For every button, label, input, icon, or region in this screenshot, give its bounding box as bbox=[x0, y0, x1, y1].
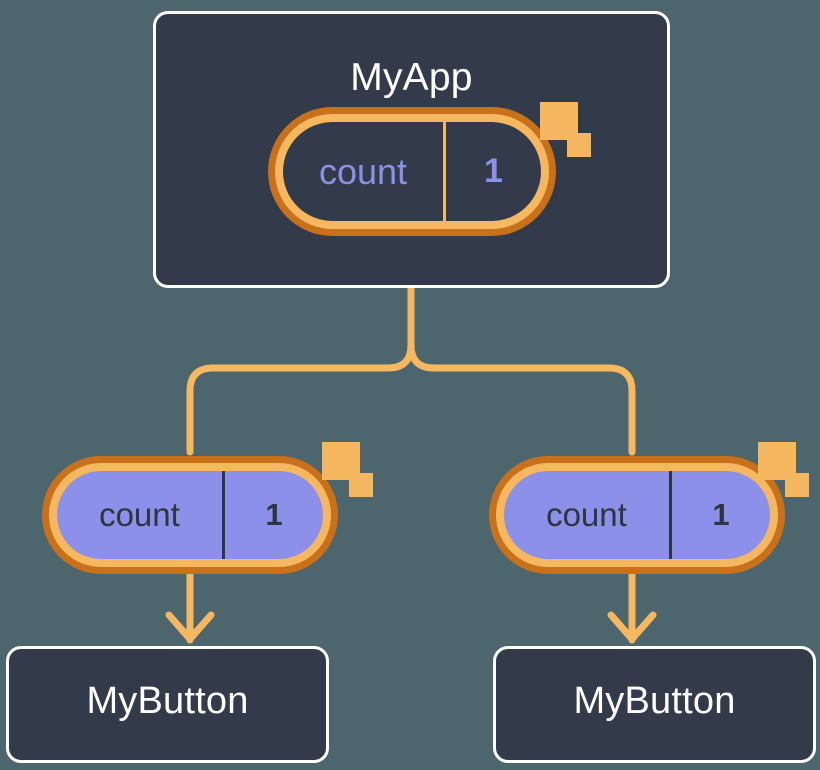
state-key: count bbox=[546, 496, 627, 533]
mybutton-card-right[interactable]: MyButton bbox=[493, 646, 816, 763]
state-pill-myapp[interactable]: count 1 bbox=[268, 107, 556, 236]
arrow-down-icon-left bbox=[165, 611, 215, 643]
state-pill-right[interactable]: count 1 bbox=[489, 456, 785, 574]
sparkle-icon bbox=[322, 442, 360, 480]
tree-connector-root bbox=[186, 284, 636, 456]
state-key: count bbox=[318, 150, 408, 192]
myapp-title: MyApp bbox=[350, 56, 473, 99]
state-value: 1 bbox=[442, 122, 541, 221]
state-key: count bbox=[99, 496, 180, 533]
pill-inner-ring: count 1 bbox=[496, 463, 778, 567]
pill-inner-ring: count 1 bbox=[275, 114, 549, 229]
pill-body: count 1 bbox=[57, 471, 323, 559]
state-pill-left[interactable]: count 1 bbox=[42, 456, 338, 574]
sparkle-icon bbox=[785, 473, 809, 497]
pill-body: count 1 bbox=[504, 471, 770, 559]
pill-body: count 1 bbox=[283, 122, 541, 221]
pill-inner-ring: count 1 bbox=[49, 463, 331, 567]
state-value: 1 bbox=[668, 471, 770, 559]
sparkle-icon bbox=[349, 473, 373, 497]
mybutton-title: MyButton bbox=[573, 680, 736, 722]
mybutton-title: MyButton bbox=[86, 680, 249, 722]
arrow-down-icon-right bbox=[607, 611, 657, 643]
state-value: 1 bbox=[221, 471, 323, 559]
mybutton-card-left[interactable]: MyButton bbox=[6, 646, 329, 763]
